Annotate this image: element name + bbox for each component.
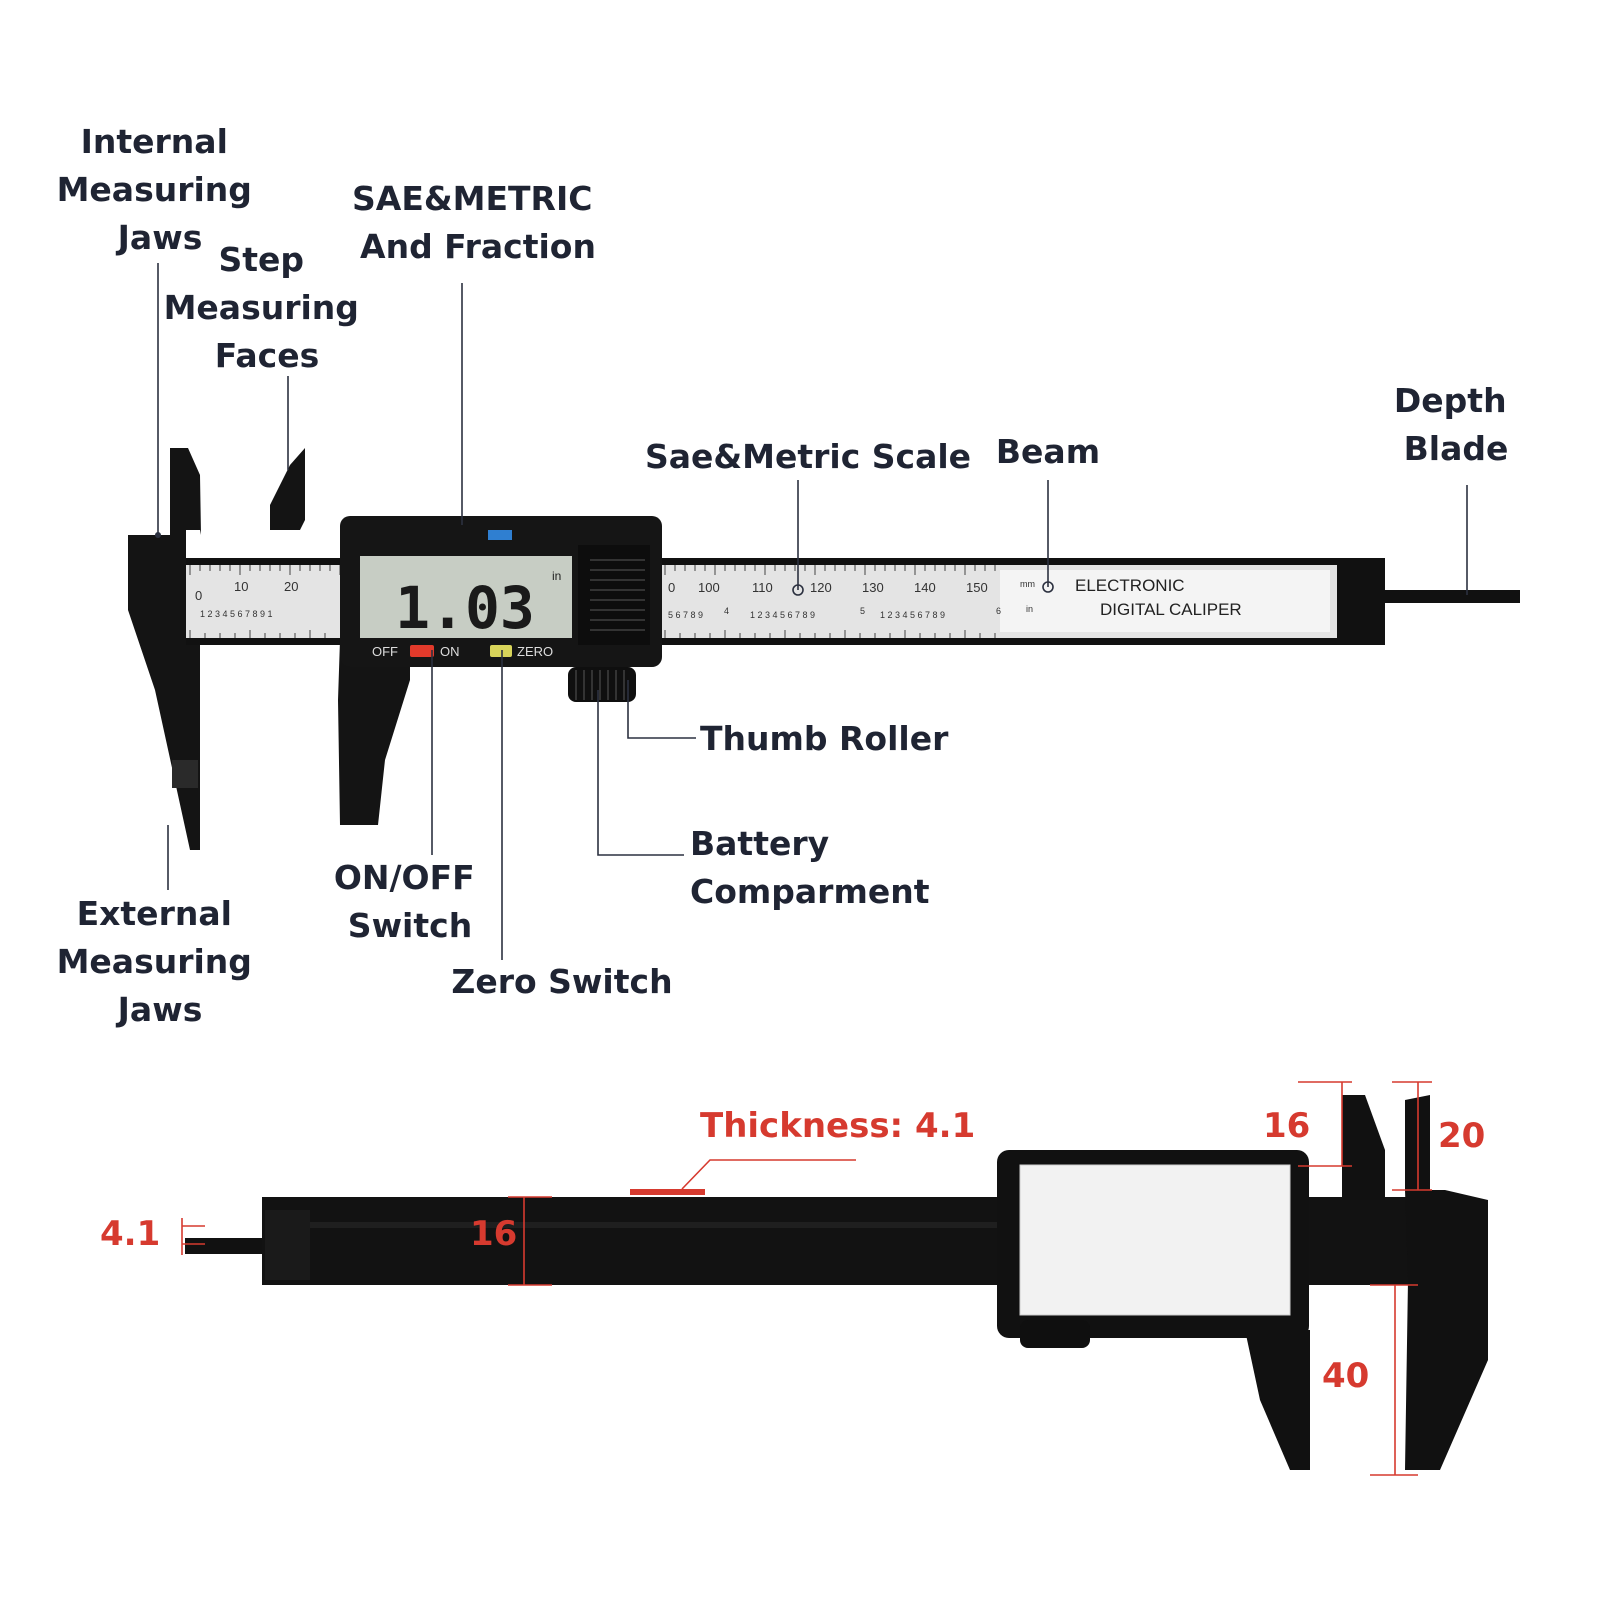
bottom-caliper bbox=[185, 1095, 1488, 1470]
back-outer-jaw bbox=[1245, 1330, 1310, 1470]
back-beam-groove bbox=[265, 1222, 1295, 1228]
top-caliper: 0 10 20 1 2 3 4 5 6 7 8 9 1 0 100 110 12… bbox=[128, 448, 1520, 850]
zero-switch-label: Zero Switch bbox=[451, 962, 672, 1001]
lcd-reading: 1.03 bbox=[395, 574, 535, 642]
thumb-roller[interactable] bbox=[568, 667, 636, 702]
callout-labels: Internal Measuring Jaws Step Measuring F… bbox=[57, 122, 1518, 1029]
thumb-roller-label: Thumb Roller bbox=[700, 719, 949, 758]
inch-mark: 6 bbox=[996, 606, 1001, 616]
inch-sub-numbers: 5 6 7 8 9 bbox=[668, 610, 703, 620]
scale-label: Sae&Metric Scale bbox=[645, 437, 971, 476]
scale-number: 130 bbox=[862, 580, 884, 595]
zero-switch[interactable] bbox=[490, 645, 512, 657]
leader-lines bbox=[155, 263, 1468, 960]
inch-sub-numbers: 1 2 3 4 5 6 7 8 9 bbox=[750, 610, 815, 620]
zero-label: ZERO bbox=[517, 644, 553, 659]
fixed-jaw-highlight bbox=[172, 760, 198, 788]
in-unit-label: in bbox=[1026, 604, 1033, 614]
on-off-switch[interactable] bbox=[410, 645, 434, 657]
battery-cover-label bbox=[1019, 1164, 1291, 1316]
blue-tab bbox=[488, 530, 512, 540]
scale-number: 140 bbox=[914, 580, 936, 595]
battery-label: Battery Comparment bbox=[690, 824, 930, 911]
sliding-outer-jaw bbox=[338, 640, 410, 825]
mm-ticks bbox=[189, 565, 996, 575]
scale-number: 0 bbox=[668, 580, 675, 595]
lcd-unit: in bbox=[552, 569, 561, 583]
brand-line-2: DIGITAL CALIPER bbox=[1100, 600, 1242, 619]
thickness-label: Thickness: 4.1 bbox=[700, 1106, 975, 1146]
on-label: ON bbox=[440, 644, 460, 659]
step-jaw-dimension: 20 bbox=[1438, 1116, 1485, 1156]
scale-strip-white bbox=[1000, 570, 1330, 632]
scale-number: 120 bbox=[810, 580, 832, 595]
inner-jaw-dimension: 16 bbox=[1263, 1106, 1310, 1146]
inch-mark: 4 bbox=[724, 606, 729, 616]
beam-width-dimension: 16 bbox=[470, 1214, 517, 1254]
lcd-screen bbox=[360, 556, 572, 638]
back-inner-jaw bbox=[1342, 1095, 1385, 1200]
scale-number: 110 bbox=[752, 580, 773, 595]
scale-number: 100 bbox=[698, 580, 720, 595]
back-thumb-roller bbox=[1020, 1320, 1090, 1348]
battery-grip bbox=[590, 559, 645, 631]
scale-number: 20 bbox=[284, 579, 298, 594]
dimension-lines bbox=[181, 1081, 1432, 1476]
step-faces-label: Step Measuring Faces bbox=[164, 240, 371, 375]
back-beam-end-tab bbox=[265, 1210, 310, 1280]
battery-compartment bbox=[578, 545, 650, 645]
scale-number: 0 bbox=[195, 588, 202, 603]
depth-blade-label: Depth Blade bbox=[1394, 381, 1518, 468]
depth-blade-dimension: 4.1 bbox=[100, 1214, 160, 1254]
on-off-label: ON/OFF Switch bbox=[334, 858, 486, 945]
brand-line-1: ELECTRONIC bbox=[1075, 576, 1185, 595]
external-jaws-label: External Measuring Jaws bbox=[57, 894, 264, 1029]
thickness-marker bbox=[630, 1189, 705, 1195]
inch-ticks bbox=[189, 630, 996, 638]
beam-label: Beam bbox=[996, 432, 1100, 471]
inch-mark: 5 bbox=[860, 606, 865, 616]
fixed-jaw bbox=[128, 448, 201, 850]
outer-jaw-dimension: 40 bbox=[1322, 1356, 1369, 1396]
dimension-labels: Thickness: 4.1 4.1 16 16 20 40 bbox=[100, 1106, 1485, 1396]
depth-blade bbox=[1380, 590, 1520, 603]
internal-jaws-label: Internal Measuring Jaws bbox=[57, 122, 264, 257]
sae-metric-fraction-label: SAE&METRIC And Fraction bbox=[352, 179, 604, 266]
scale-number: 150 bbox=[966, 580, 988, 595]
thumb-roller-teeth bbox=[575, 670, 625, 700]
mm-unit-label: mm bbox=[1020, 579, 1035, 589]
scale-number: 10 bbox=[234, 579, 248, 594]
off-label: OFF bbox=[372, 644, 398, 659]
back-fixed-jaw bbox=[1405, 1095, 1488, 1470]
inch-sub-numbers: 1 2 3 4 5 6 7 8 9 bbox=[880, 610, 945, 620]
inch-sub-numbers: 1 2 3 4 5 6 7 8 9 1 bbox=[200, 609, 273, 619]
back-depth-blade bbox=[185, 1238, 265, 1254]
step-jaw bbox=[270, 448, 305, 530]
